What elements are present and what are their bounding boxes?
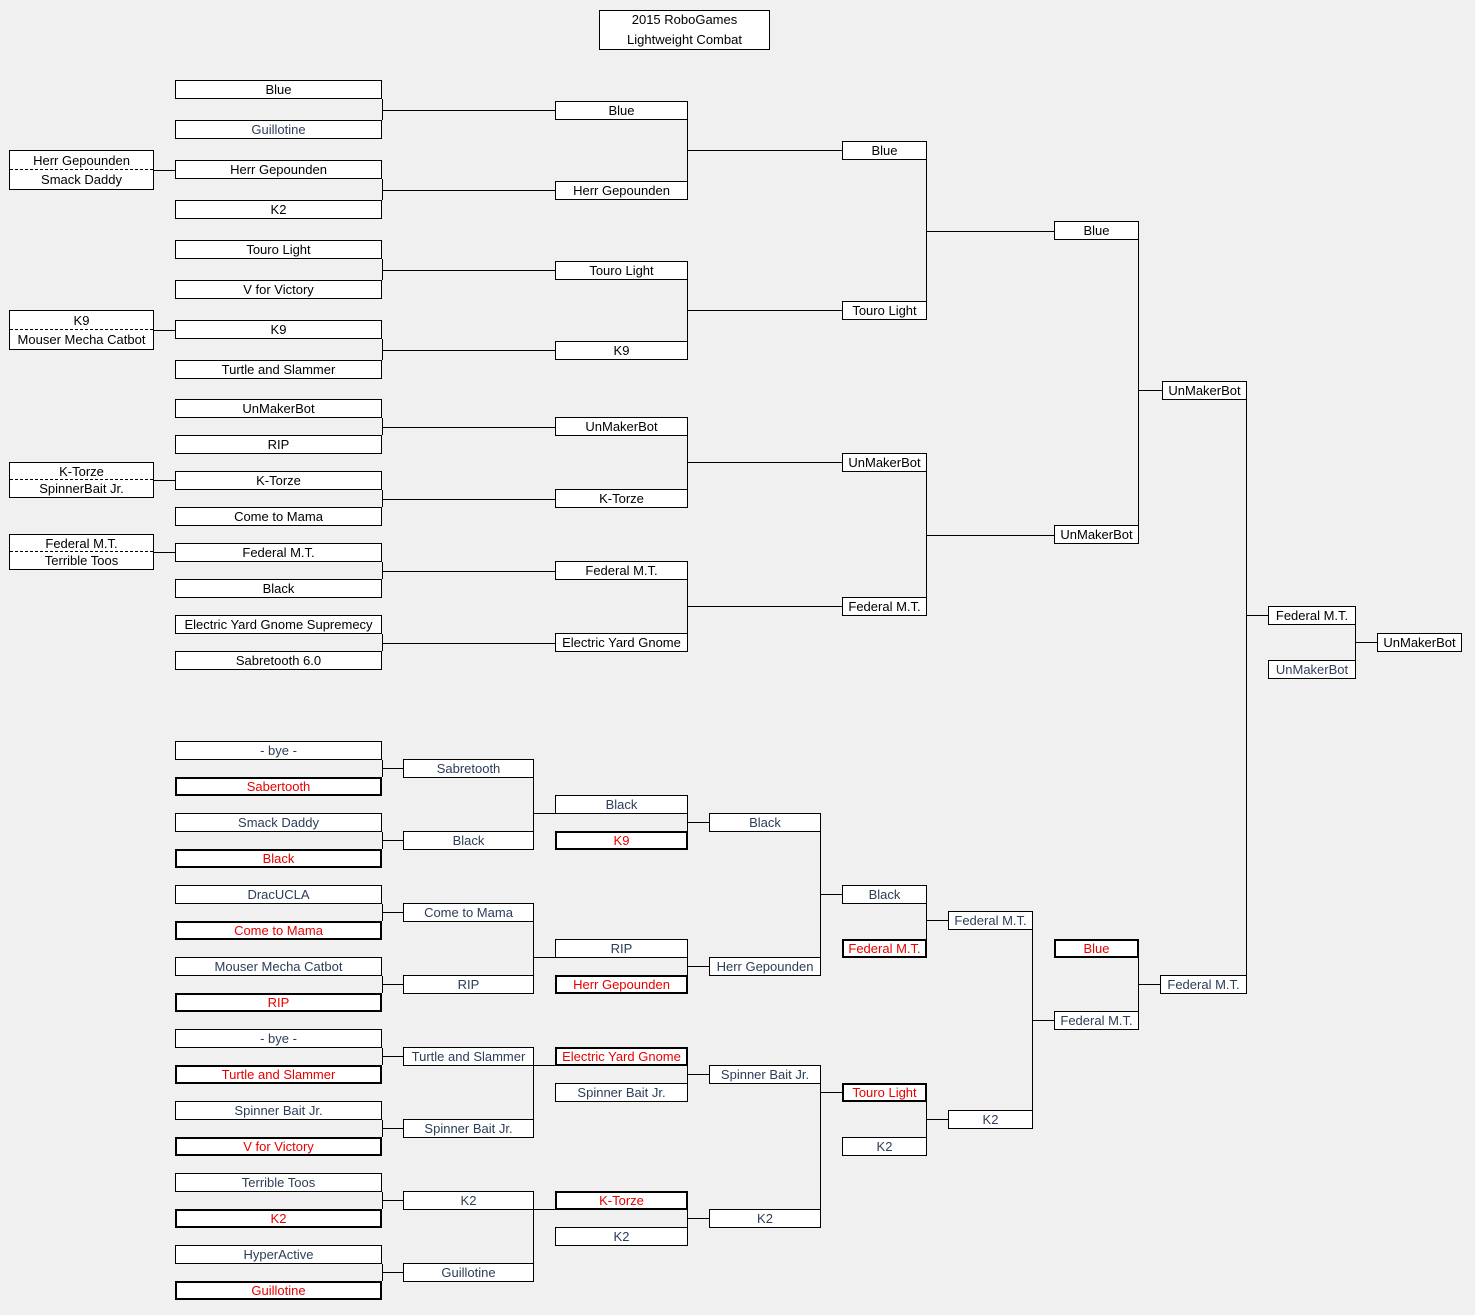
grand-final-bottom: UnMakerBot: [1268, 660, 1356, 679]
w-r1-entry: Electric Yard Gnome Supremecy: [175, 615, 382, 634]
w-r2-entry: Herr Gepounden: [555, 181, 688, 200]
bracket-title: 2015 RoboGames Lightweight Combat: [599, 10, 770, 50]
l-r6-entry: K2: [948, 1110, 1033, 1129]
l-r3-entry: K-Torze: [555, 1191, 688, 1210]
title-line-2: Lightweight Combat: [627, 32, 742, 47]
w-r2-entry: K9: [555, 341, 688, 360]
l-r1-entry: Turtle and Slammer: [175, 1065, 382, 1084]
l-r2-entry: Turtle and Slammer: [403, 1047, 534, 1066]
l-r4-entry: Black: [709, 813, 821, 832]
l-r1-entry: Mouser Mecha Catbot: [175, 957, 382, 976]
l-r2-entry: RIP: [403, 975, 534, 994]
l-r7-entry: Federal M.T.: [1054, 1011, 1139, 1030]
l-r1-entry: Come to Mama: [175, 921, 382, 940]
l-r4-entry: K2: [709, 1209, 821, 1228]
l-r7-entry: Blue: [1054, 939, 1139, 958]
w-r1-entry: RIP: [175, 435, 382, 454]
l-r2-entry: Spinner Bait Jr.: [403, 1119, 534, 1138]
l-r3-entry: RIP: [555, 939, 688, 958]
l-r6-entry: Federal M.T.: [948, 911, 1033, 930]
l-r3-entry: Black: [555, 795, 688, 814]
l-final-entry: Federal M.T.: [1160, 975, 1247, 994]
w-r3-entry: UnMakerBot: [842, 453, 927, 472]
l-r3-entry: Electric Yard Gnome: [555, 1047, 688, 1066]
w-r3-entry: Blue: [842, 141, 927, 160]
l-r4-entry: Herr Gepounden: [709, 957, 821, 976]
l-r2-entry: K2: [403, 1191, 534, 1210]
w-r1-entry: K2: [175, 200, 382, 219]
prelim-bottom: Terrible Toos: [44, 553, 119, 568]
w-r2-entry: Touro Light: [555, 261, 688, 280]
w-r1-entry: UnMakerBot: [175, 399, 382, 418]
l-r1-entry: DracUCLA: [175, 885, 382, 904]
w-r2-entry: Blue: [555, 101, 688, 120]
prelim-bottom: Mouser Mecha Catbot: [17, 332, 146, 347]
w-r1-entry: Sabretooth 6.0: [175, 651, 382, 670]
w-r1-entry: Blue: [175, 80, 382, 99]
prelim-bottom: SpinnerBait Jr.: [39, 481, 124, 496]
w-r1-entry: Come to Mama: [175, 507, 382, 526]
l-r3-entry: K9: [555, 831, 688, 850]
champion: UnMakerBot: [1377, 633, 1462, 652]
l-r1-entry: K2: [175, 1209, 382, 1228]
l-r1-entry: Terrible Toos: [175, 1173, 382, 1192]
l-r5-entry: Federal M.T.: [842, 939, 927, 958]
w-r2-entry: Electric Yard Gnome: [555, 633, 688, 652]
w-r1-entry: Touro Light: [175, 240, 382, 259]
l-r4-entry: Spinner Bait Jr.: [709, 1065, 821, 1084]
w-final-entry: UnMakerBot: [1162, 381, 1247, 400]
l-r2-entry: Come to Mama: [403, 903, 534, 922]
l-r5-entry: K2: [842, 1137, 927, 1156]
l-r3-entry: Herr Gepounden: [555, 975, 688, 994]
l-r1-entry: Smack Daddy: [175, 813, 382, 832]
prelim-top: Federal M.T.: [10, 535, 153, 552]
w-r2-entry: UnMakerBot: [555, 417, 688, 436]
l-r2-entry: Black: [403, 831, 534, 850]
l-r1-entry: - bye -: [175, 1029, 382, 1048]
prelim-pair: Federal M.T.Terrible Toos: [9, 534, 154, 570]
w-r3-entry: Touro Light: [842, 301, 927, 320]
w-r4-entry: Blue: [1054, 221, 1139, 240]
w-r4-entry: UnMakerBot: [1054, 525, 1139, 544]
prelim-bottom: Smack Daddy: [41, 172, 122, 187]
w-r1-entry: Guillotine: [175, 120, 382, 139]
l-r5-entry: Black: [842, 885, 927, 904]
w-r1-entry: V for Victory: [175, 280, 382, 299]
l-r1-entry: Sabertooth: [175, 777, 382, 796]
l-r1-entry: RIP: [175, 993, 382, 1012]
w-r2-entry: K-Torze: [555, 489, 688, 508]
prelim-top: Herr Gepounden: [10, 151, 153, 170]
l-r1-entry: V for Victory: [175, 1137, 382, 1156]
w-r2-entry: Federal M.T.: [555, 561, 688, 580]
title-line-1: 2015 RoboGames: [631, 12, 738, 27]
prelim-top: K-Torze: [10, 463, 153, 480]
l-r1-entry: - bye -: [175, 741, 382, 760]
l-r5-entry: Touro Light: [842, 1083, 927, 1102]
w-r3-entry: Federal M.T.: [842, 597, 927, 616]
w-r1-entry: K-Torze: [175, 471, 382, 490]
prelim-top: K9: [10, 311, 153, 330]
l-r3-entry: Spinner Bait Jr.: [555, 1083, 688, 1102]
grand-final-top: Federal M.T.: [1268, 606, 1356, 625]
w-r1-entry: Black: [175, 579, 382, 598]
w-r1-entry: Turtle and Slammer: [175, 360, 382, 379]
l-r2-entry: Sabretooth: [403, 759, 534, 778]
l-r2-entry: Guillotine: [403, 1263, 534, 1282]
l-r1-entry: Spinner Bait Jr.: [175, 1101, 382, 1120]
w-r1-entry: Federal M.T.: [175, 543, 382, 562]
l-r1-entry: Black: [175, 849, 382, 868]
w-r1-entry: Herr Gepounden: [175, 160, 382, 179]
w-r1-entry: K9: [175, 320, 382, 339]
l-r3-entry: K2: [555, 1227, 688, 1246]
l-r1-entry: HyperActive: [175, 1245, 382, 1264]
l-r1-entry: Guillotine: [175, 1281, 382, 1300]
